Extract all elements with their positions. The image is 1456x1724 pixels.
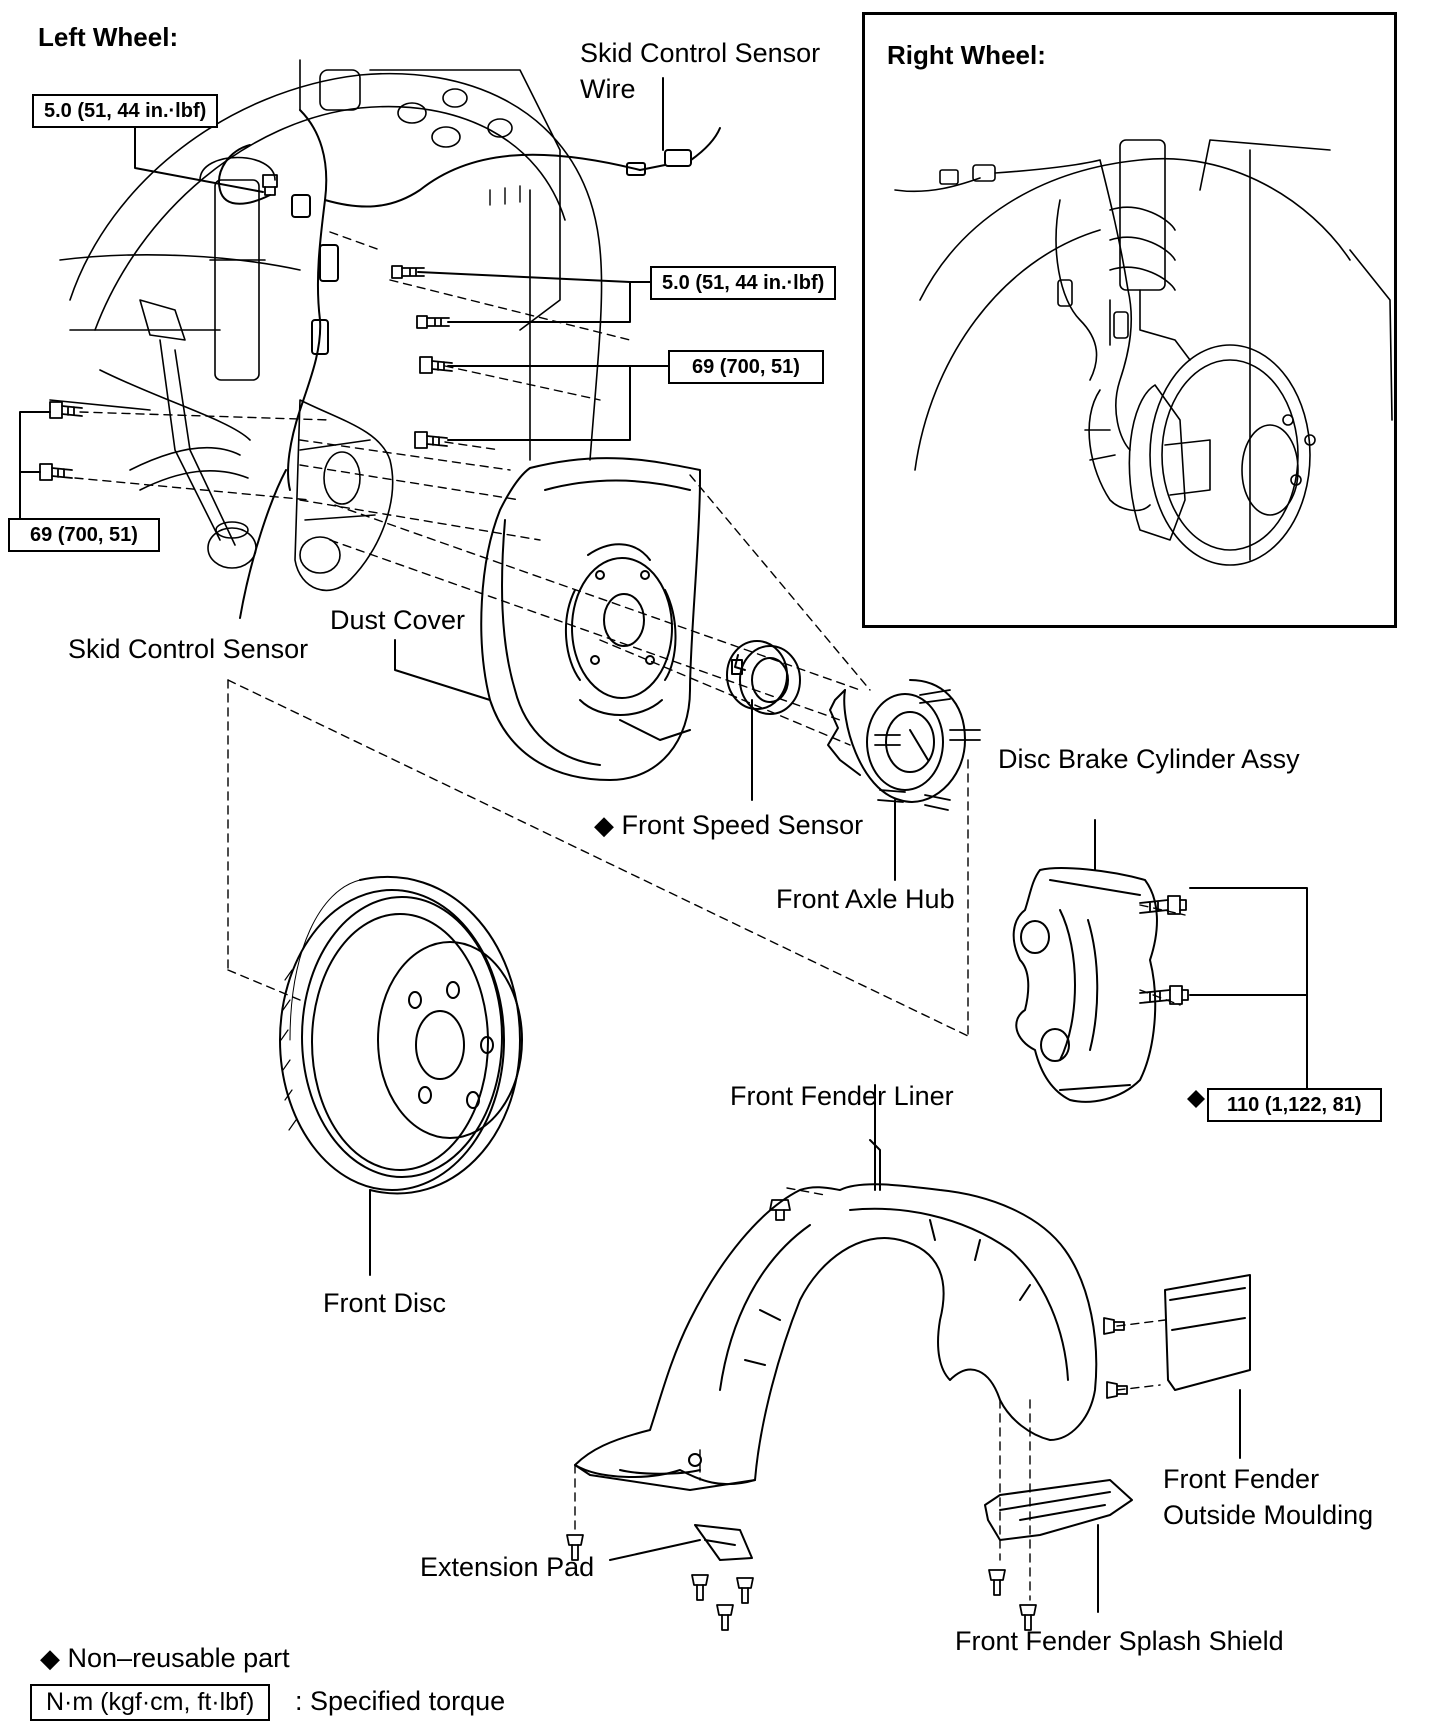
assembly-dashed-lines <box>227 474 1186 1601</box>
disc-brake-cylinder-drawing <box>1012 819 1308 1103</box>
right-wheel-title: Right Wheel: <box>887 40 1046 70</box>
front-fender-liner-drawing <box>574 1084 1128 1491</box>
front-axle-hub-drawing <box>827 679 981 881</box>
label-skid-control-sensor-wire-1: Skid Control Sensor <box>580 38 821 68</box>
label-front-speed-sensor: ◆ Front Speed Sensor <box>594 812 863 839</box>
right-wheel-frame <box>862 12 1397 628</box>
label-skid-control-sensor: Skid Control Sensor <box>68 634 309 664</box>
legend-torque-desc: : Specified torque <box>295 1686 506 1716</box>
front-speed-sensor-text: Front Speed Sensor <box>621 810 864 840</box>
label-front-fender-splash-shield: Front Fender Splash Shield <box>955 1626 1284 1656</box>
left-bolt-axes <box>74 231 631 541</box>
extension-pad-drawing <box>566 1524 1037 1631</box>
front-fender-splash-shield-drawing <box>984 1479 1133 1613</box>
legend-diamond: ◆ <box>40 1643 60 1673</box>
left-leaders <box>19 77 669 619</box>
legend-non-reusable-text: Non–reusable part <box>67 1643 290 1673</box>
label-front-axle-hub: Front Axle Hub <box>776 884 955 914</box>
dust-cover-drawing <box>480 457 701 781</box>
right-wheel-drawing <box>894 139 1393 566</box>
left-suspension-assembly <box>49 59 603 592</box>
label-skid-control-sensor-wire-2: Wire <box>580 74 636 104</box>
left-sensor-harness <box>218 109 721 491</box>
left-wheel-title: Left Wheel: <box>38 22 179 52</box>
label-disc-brake-cylinder-assy: Disc Brake Cylinder Assy <box>998 744 1300 774</box>
label-front-disc: Front Disc <box>323 1288 447 1318</box>
label-dust-cover: Dust Cover <box>330 605 466 635</box>
label-front-fender-liner: Front Fender Liner <box>730 1081 954 1111</box>
label-extension-pad: Extension Pad <box>420 1552 595 1582</box>
torque-knuckle-bolts-right: 69 (700, 51) <box>668 350 824 384</box>
left-bolts <box>39 174 453 481</box>
front-speed-sensor-drawing <box>726 640 801 801</box>
torque-wire-clamp-bolts: 5.0 (51, 44 in.·lbf) <box>650 266 837 300</box>
front-fender-outside-moulding-drawing <box>1164 1274 1251 1459</box>
dust-cover-leader <box>394 639 491 701</box>
non-reusable-mark: ◆ <box>594 810 614 840</box>
label-front-fender-outside-moulding-2: Outside Moulding <box>1163 1500 1374 1530</box>
label-front-fender-outside-moulding-1: Front Fender <box>1163 1464 1320 1494</box>
front-disc-drawing <box>279 875 523 1276</box>
leader-marks <box>1187 1090 1205 1108</box>
torque-knuckle-bolts-left: 69 (700, 51) <box>8 518 160 552</box>
legend-non-reusable: ◆ Non–reusable part <box>40 1645 290 1672</box>
torque-caliper-bolts: 110 (1,122, 81) <box>1207 1088 1382 1122</box>
torque-sensor-bolt: 5.0 (51, 44 in.·lbf) <box>32 94 219 128</box>
legend-torque-unit: N·m (kgf·cm, ft·lbf) <box>30 1684 271 1721</box>
